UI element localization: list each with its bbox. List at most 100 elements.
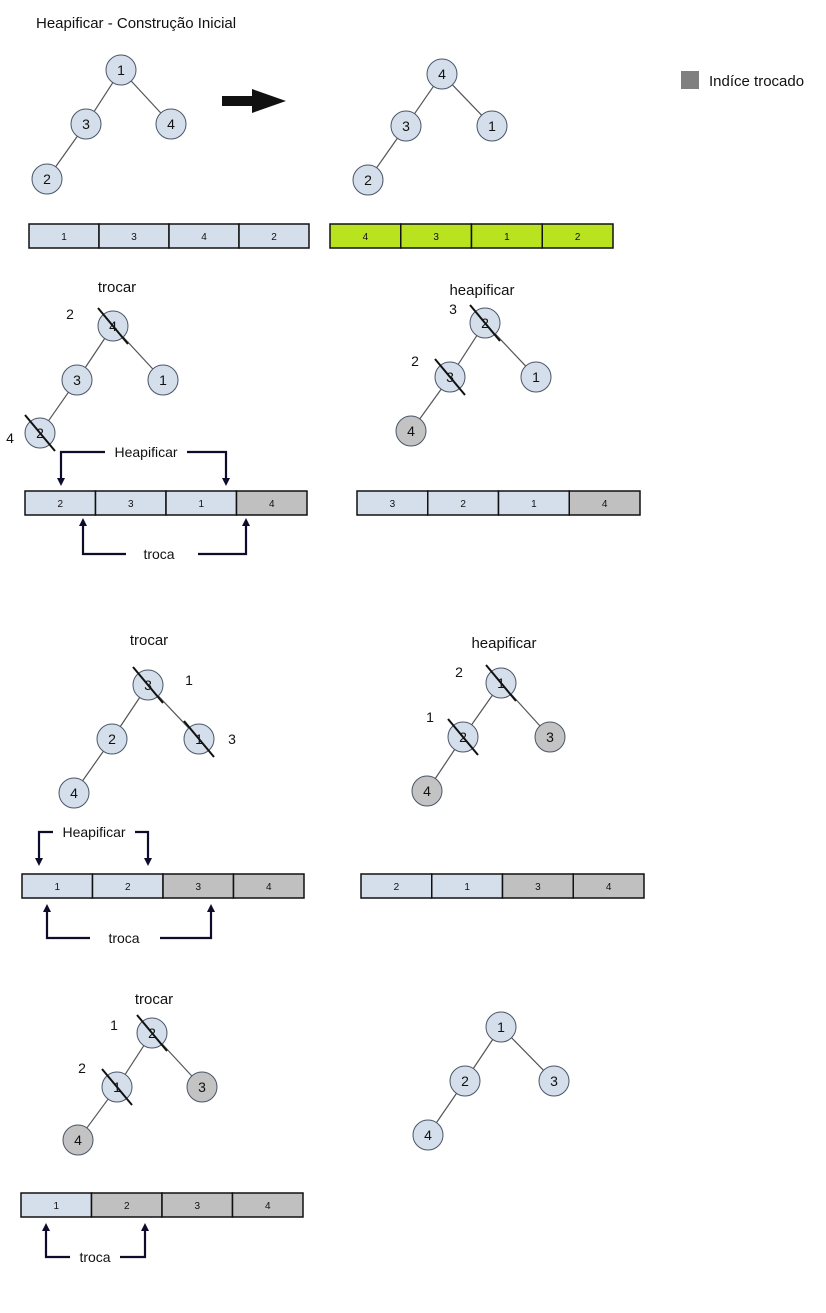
swap-order-label: 1: [110, 1017, 118, 1033]
cell-box: [427, 490, 500, 516]
tree-node: 4: [155, 108, 187, 140]
diagram-title: Heapificar - Construção Inicial: [36, 15, 236, 32]
heapify-label: Heapificar: [62, 824, 125, 840]
panel-4: heapificar2314323214: [356, 282, 641, 516]
step-caption: trocar: [135, 991, 173, 1008]
array-cell: 4: [168, 223, 240, 249]
tree-edge: [48, 391, 69, 422]
heapify-range-arrow: Heapificar: [57, 444, 230, 486]
cell-box: [400, 223, 473, 249]
cell-box: [235, 490, 308, 516]
panel-6: heapificar1234212134: [360, 635, 645, 899]
node-circle: [147, 364, 179, 396]
tree-node: 3: [132, 666, 164, 704]
cell-value: 2: [57, 499, 63, 510]
node-value: 4: [74, 1132, 82, 1148]
cell-value: 4: [266, 882, 272, 893]
node-value: 3: [402, 118, 410, 134]
node-value: 4: [424, 1127, 432, 1143]
tree-node: 3: [186, 1071, 218, 1103]
cell-value: 2: [271, 232, 277, 243]
cell-value: 1: [504, 232, 510, 243]
tree-node: 3: [390, 110, 422, 142]
tree-edge: [122, 336, 154, 370]
node-value: 3: [198, 1079, 206, 1095]
arrow-right-branch: [135, 830, 152, 866]
swap-order-label: 2: [78, 1060, 86, 1076]
step-caption: heapificar: [471, 635, 536, 652]
strike-mark: [101, 1068, 133, 1106]
node-circle: [520, 361, 552, 393]
array-cell: 2: [360, 873, 433, 899]
array-cell: 2: [541, 223, 614, 249]
tree-node: 2: [469, 304, 501, 342]
transform-arrow: [222, 89, 286, 113]
array-cell: 4: [232, 873, 305, 899]
node-circle: [31, 163, 63, 195]
cell-box: [568, 490, 641, 516]
panels: 1342134243124312trocar4312242314Heapific…: [6, 54, 645, 1265]
tree-node: 1: [520, 361, 552, 393]
tree-edge: [93, 82, 114, 112]
node-circle: [70, 108, 102, 140]
tree-edge: [434, 749, 456, 779]
heap-array: 2 3 1 4: [24, 490, 308, 516]
tree-node: 4: [411, 775, 443, 807]
node-value: 3: [550, 1073, 558, 1089]
step-caption: trocar: [130, 632, 168, 649]
node-value: 4: [407, 423, 415, 439]
strike-mark: [447, 718, 479, 756]
step-caption: heapificar: [449, 282, 514, 299]
tree-node: 2: [31, 163, 63, 195]
strike-mark: [183, 720, 215, 758]
arrow-left-branch: [79, 518, 126, 556]
tree-node: 1: [101, 1068, 133, 1106]
array-cell: 1: [21, 873, 94, 899]
cell-box: [231, 1192, 304, 1218]
tree-node: 3: [434, 358, 466, 396]
panel-5: trocar3214131234Heapificartroca: [21, 632, 305, 946]
strike-mark: [469, 304, 501, 342]
swap-arrow: troca: [79, 518, 250, 562]
array-cell: 1: [28, 223, 100, 249]
node-circle: [390, 110, 422, 142]
cell-box: [98, 223, 170, 249]
node-circle: [485, 1011, 517, 1043]
array-cell: 3: [400, 223, 473, 249]
array-cell: 2: [24, 490, 97, 516]
node-value: 4: [167, 116, 175, 132]
array-cell: 3: [94, 490, 167, 516]
cell-box: [232, 873, 305, 899]
node-value: 2: [43, 171, 51, 187]
tree-node: 4: [412, 1119, 444, 1151]
cell-box: [91, 873, 164, 899]
cell-value: 3: [433, 232, 439, 243]
cell-box: [238, 223, 310, 249]
node-value: 3: [82, 116, 90, 132]
swap-order-label: 4: [6, 430, 14, 446]
cell-box: [168, 223, 240, 249]
tree-node: 2: [449, 1065, 481, 1097]
cell-value: 3: [535, 882, 541, 893]
node-value: 3: [73, 372, 81, 388]
arrow-right-branch: [120, 1223, 149, 1259]
cell-value: 1: [198, 499, 204, 510]
arrow-left-branch: [57, 450, 105, 486]
array-cell: 1: [165, 490, 238, 516]
step-caption: trocar: [98, 279, 136, 296]
arrow-left-branch: [35, 830, 53, 866]
strike-mark: [136, 1014, 168, 1052]
array-cell: 4: [235, 490, 308, 516]
tree-edge: [55, 135, 78, 168]
cell-box: [572, 873, 645, 899]
cell-box: [431, 873, 504, 899]
tree-node: 1: [476, 110, 508, 142]
array-cell: 3: [161, 1192, 234, 1218]
tree-edge: [435, 1093, 458, 1123]
cell-value: 1: [53, 1201, 59, 1212]
